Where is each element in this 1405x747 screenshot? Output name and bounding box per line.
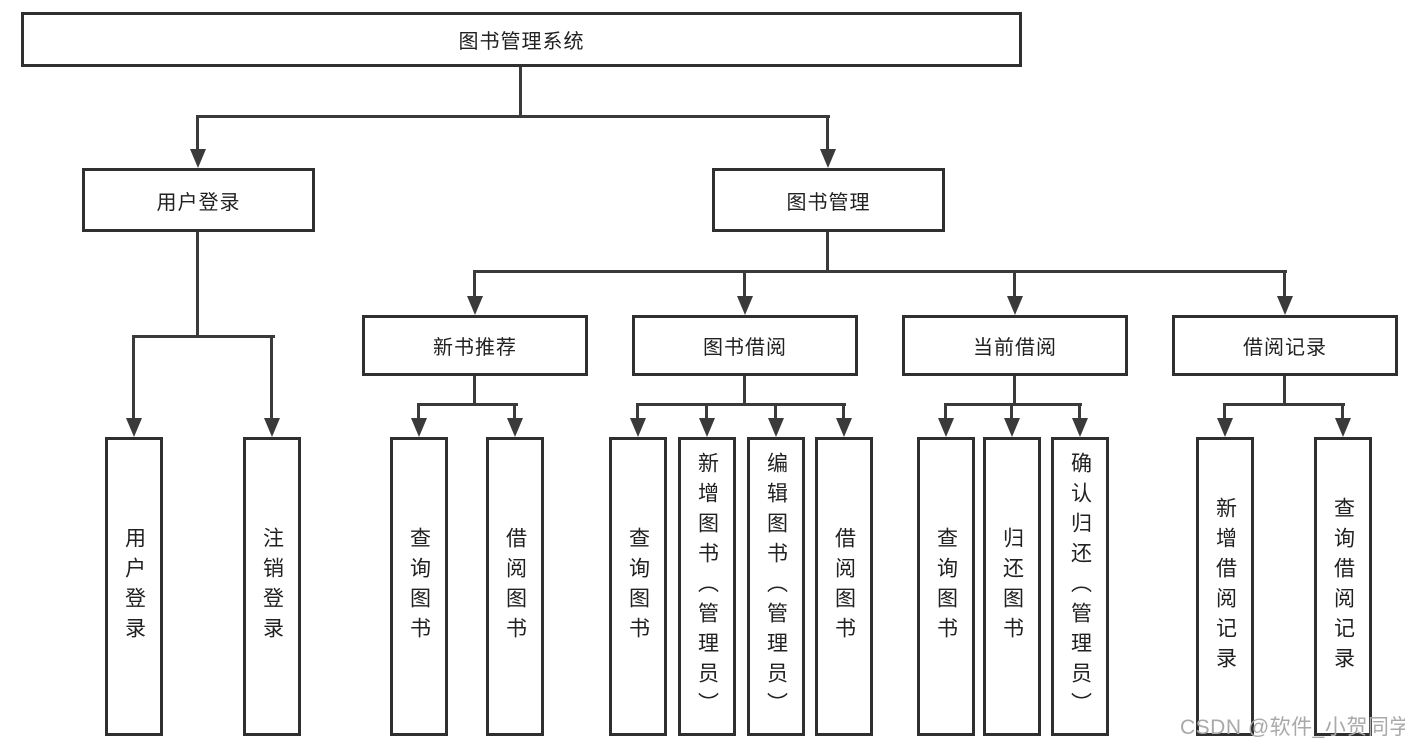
leaf-borrow-books-recommend: 借阅图书 bbox=[486, 437, 544, 736]
leaf-query-books-current-label: 查询图书 bbox=[934, 526, 958, 647]
leaf-return-book: 归还图书 bbox=[983, 437, 1041, 736]
leaf-logout: 注销登录 bbox=[243, 437, 301, 736]
node-root: 图书管理系统 bbox=[21, 12, 1022, 67]
node-current-borrow-label: 当前借阅 bbox=[973, 337, 1057, 359]
node-borrow-records-label: 借阅记录 bbox=[1243, 337, 1327, 359]
connector-drop-leaf bbox=[944, 403, 947, 421]
leaf-edit-book-admin: 编辑图书（管理员） bbox=[747, 437, 805, 736]
connector-drop-leaf bbox=[1341, 403, 1344, 421]
connector-level3-branch bbox=[473, 270, 1287, 273]
leaf-borrow-books: 借阅图书 bbox=[815, 437, 873, 736]
leaf-confirm-return-admin-label: 确认归还（管理员） bbox=[1068, 451, 1092, 722]
node-borrow-records: 借阅记录 bbox=[1172, 315, 1398, 376]
connector-drop-leaf bbox=[636, 403, 639, 421]
leaf-borrow-books-label: 借阅图书 bbox=[832, 526, 856, 647]
arrow-down-icon bbox=[768, 418, 784, 437]
leaf-user-login-label: 用户登录 bbox=[122, 526, 146, 647]
connector-drop-book-borrow bbox=[743, 270, 746, 299]
arrow-down-icon bbox=[126, 418, 142, 437]
arrow-down-icon bbox=[737, 296, 753, 315]
arrow-down-icon bbox=[467, 296, 483, 315]
connector-drop-leaf bbox=[1223, 403, 1226, 421]
connector-drop-leaf bbox=[513, 403, 516, 421]
leaf-user-login: 用户登录 bbox=[105, 437, 163, 736]
connector-borrow-records-stub bbox=[1283, 376, 1286, 406]
arrow-down-icon bbox=[630, 418, 646, 437]
connector-borrow-records-branch bbox=[1223, 403, 1345, 406]
arrow-down-icon bbox=[938, 418, 954, 437]
connector-drop-leaf bbox=[774, 403, 777, 421]
node-new-book-recommend: 新书推荐 bbox=[362, 315, 588, 376]
connector-user-login-stub bbox=[196, 232, 199, 338]
arrow-down-icon bbox=[1004, 418, 1020, 437]
arrow-down-icon bbox=[1217, 418, 1233, 437]
arrow-down-icon bbox=[264, 418, 280, 437]
leaf-query-books-recommend-label: 查询图书 bbox=[407, 526, 431, 647]
leaf-query-books-current: 查询图书 bbox=[917, 437, 975, 736]
leaf-query-borrow-record: 查询借阅记录 bbox=[1314, 437, 1372, 736]
leaf-query-books-recommend: 查询图书 bbox=[390, 437, 448, 736]
node-new-book-recommend-label: 新书推荐 bbox=[433, 337, 517, 359]
leaf-query-books-borrow: 查询图书 bbox=[609, 437, 667, 736]
connector-drop-leaf bbox=[132, 335, 135, 419]
arrow-down-icon bbox=[190, 149, 206, 168]
node-current-borrow: 当前借阅 bbox=[902, 315, 1128, 376]
connector-user-login-branch bbox=[132, 335, 275, 338]
leaf-add-borrow-record: 新增借阅记录 bbox=[1196, 437, 1254, 736]
leaf-add-borrow-record-label: 新增借阅记录 bbox=[1213, 496, 1237, 677]
connector-new-books-stub bbox=[473, 376, 476, 406]
arrow-down-icon bbox=[1277, 296, 1293, 315]
node-book-borrow: 图书借阅 bbox=[632, 315, 858, 376]
leaf-edit-book-admin-label: 编辑图书（管理员） bbox=[764, 451, 788, 722]
arrow-down-icon bbox=[1072, 418, 1088, 437]
leaf-query-books-borrow-label: 查询图书 bbox=[626, 526, 650, 647]
connector-drop-current-borrow bbox=[1013, 270, 1016, 299]
connector-book-management-stub bbox=[826, 232, 829, 273]
leaf-add-book-admin-label: 新增图书（管理员） bbox=[695, 451, 719, 722]
connector-drop-book-management bbox=[826, 115, 829, 152]
leaf-logout-label: 注销登录 bbox=[260, 526, 284, 647]
node-user-login: 用户登录 bbox=[82, 168, 315, 232]
connector-drop-leaf bbox=[1078, 403, 1081, 421]
connector-current-borrow-branch bbox=[944, 403, 1082, 406]
leaf-add-book-admin: 新增图书（管理员） bbox=[678, 437, 736, 736]
connector-drop-leaf bbox=[842, 403, 845, 421]
leaf-borrow-books-recommend-label: 借阅图书 bbox=[503, 526, 527, 647]
connector-drop-new-books bbox=[473, 270, 476, 299]
connector-new-books-branch bbox=[417, 403, 518, 406]
node-book-management: 图书管理 bbox=[712, 168, 945, 232]
arrow-down-icon bbox=[1007, 296, 1023, 315]
connector-drop-user-login bbox=[196, 115, 199, 152]
connector-drop-leaf bbox=[417, 403, 420, 421]
connector-root-trunk bbox=[519, 67, 522, 117]
arrow-down-icon bbox=[1335, 418, 1351, 437]
connector-book-borrow-stub bbox=[743, 376, 746, 406]
leaf-query-borrow-record-label: 查询借阅记录 bbox=[1331, 496, 1355, 677]
connector-drop-leaf bbox=[705, 403, 708, 421]
arrow-down-icon bbox=[820, 149, 836, 168]
connector-book-borrow-branch bbox=[636, 403, 846, 406]
watermark-text: CSDN @软件_小贺同学 bbox=[1180, 716, 1405, 739]
node-user-login-label: 用户登录 bbox=[156, 191, 241, 214]
connector-drop-borrow-records bbox=[1283, 270, 1286, 299]
arrow-down-icon bbox=[836, 418, 852, 437]
connector-drop-leaf bbox=[270, 335, 273, 419]
connector-level2-branch bbox=[196, 115, 830, 118]
leaf-confirm-return-admin: 确认归还（管理员） bbox=[1051, 437, 1109, 736]
arrow-down-icon bbox=[699, 418, 715, 437]
leaf-return-book-label: 归还图书 bbox=[1000, 526, 1024, 647]
node-book-borrow-label: 图书借阅 bbox=[703, 337, 787, 359]
arrow-down-icon bbox=[507, 418, 523, 437]
connector-current-borrow-stub bbox=[1013, 376, 1016, 406]
connector-drop-leaf bbox=[1010, 403, 1013, 421]
node-root-label: 图书管理系统 bbox=[458, 31, 585, 53]
node-book-management-label: 图书管理 bbox=[786, 191, 871, 214]
arrow-down-icon bbox=[411, 418, 427, 437]
